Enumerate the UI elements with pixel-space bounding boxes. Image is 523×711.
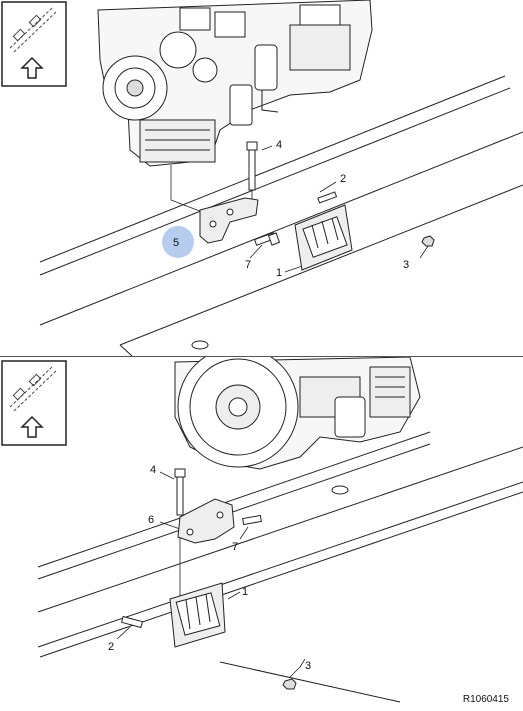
leader-lines — [116, 471, 306, 678]
mounting-plate-1 — [294, 204, 353, 271]
bolt-2 — [317, 191, 338, 204]
callout-4: 4 — [150, 464, 156, 476]
mounting-plate-1 — [169, 582, 226, 648]
callout-3: 3 — [403, 259, 409, 271]
callout-6: 6 — [148, 514, 154, 526]
callout-5: 5 — [173, 237, 179, 249]
bottom-panel: 4 6 7 1 2 3 — [0, 357, 523, 711]
callout-7: 7 — [245, 259, 251, 271]
figure-reference: R1060415 — [462, 694, 509, 705]
engine-mount-bracket-6 — [177, 498, 235, 544]
callout-4: 4 — [276, 139, 282, 151]
top-panel: 4 2 5 7 1 3 — [1, 0, 523, 356]
bolt-4 — [174, 468, 186, 516]
bolt-7 — [253, 232, 281, 246]
engine-illustration — [97, 0, 373, 167]
bolt-4 — [246, 141, 258, 191]
up-arrow-icon — [20, 415, 44, 438]
engine-flywheel-illustration — [174, 357, 421, 470]
callout-3: 3 — [305, 660, 311, 672]
frame-rails — [37, 431, 523, 703]
engine-mount-bracket — [199, 197, 259, 244]
nut-3 — [421, 235, 435, 247]
top-exploded-diagram: 4 2 5 7 1 3 — [1, 0, 523, 356]
bolt-2 — [120, 615, 144, 629]
callout-1: 1 — [276, 267, 282, 279]
callout-1: 1 — [242, 586, 248, 598]
bottom-exploded-diagram: 4 6 7 1 2 3 — [1, 357, 523, 703]
frame-rails — [39, 75, 523, 356]
callout-2: 2 — [340, 173, 346, 185]
nut-3 — [282, 678, 297, 690]
callout-2: 2 — [108, 641, 114, 653]
up-arrow-icon — [20, 56, 44, 79]
callout-7: 7 — [232, 541, 238, 553]
bolt-7 — [242, 514, 262, 526]
highlighted-callout-5-marker — [162, 226, 194, 258]
